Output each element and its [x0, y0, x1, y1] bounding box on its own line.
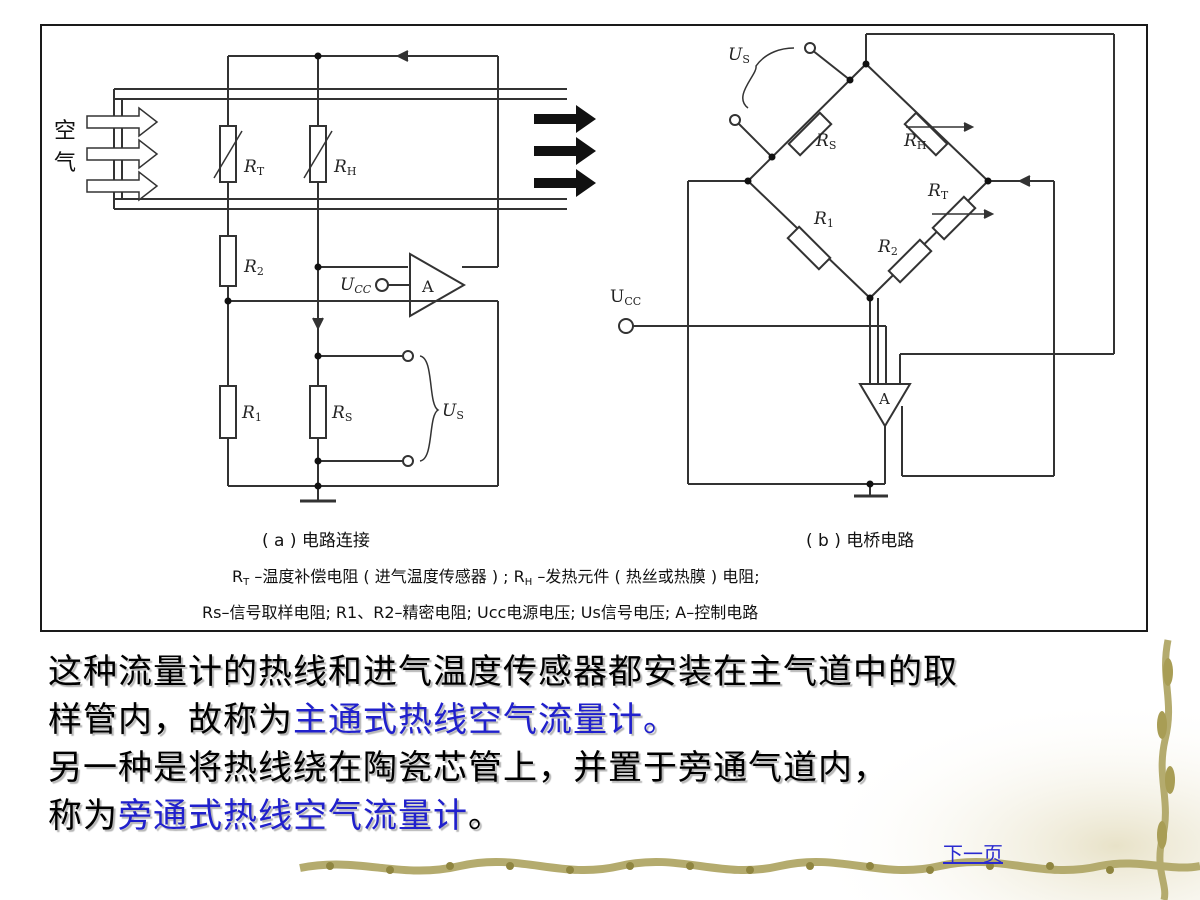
term-main-flow: 主通式热线空气流量计。: [293, 700, 678, 740]
resistor-r1: [219, 385, 237, 439]
body-line-4: 称为旁通式热线空气流量计。: [48, 796, 503, 836]
label-r1-a: R1: [241, 403, 262, 424]
body-line-3: 另一种是将热线绕在陶瓷芯管上，并置于旁通气道内，: [48, 748, 888, 788]
air-label-1: 空: [54, 119, 76, 144]
body-line-1: 这种流量计的热线和进气温度传感器都安装在主气道中的取: [48, 652, 958, 692]
resistor-r2-b: [887, 238, 933, 284]
body-text: 这种流量计的热线和进气温度传感器都安装在主气道中的取 样管内，故称为主通式热线空…: [48, 648, 1128, 840]
resistor-rs-b: [787, 111, 833, 157]
next-page-link[interactable]: 下一页: [943, 842, 1003, 866]
air-label-2: 气: [54, 151, 76, 176]
resistor-rt-b: [931, 195, 977, 241]
label-us-a: US: [442, 401, 464, 422]
caption-a: ( a ) 电路连接: [262, 531, 370, 551]
legend-line-2: Rs–信号取样电阻; R1、R2–精密电阻; Ucc电源电压; Us信号电压; …: [202, 603, 758, 622]
amplifier-a-right: [858, 383, 912, 428]
label-r2-a: R2: [243, 257, 264, 278]
term-bypass-flow: 旁通式热线空气流量计: [118, 796, 468, 836]
amplifier-a-left: [409, 252, 467, 318]
label-amp-a: A: [421, 277, 434, 296]
diagram-b: US RS RH RT R1 R2 UCC A: [610, 33, 1115, 498]
label-r1-b: R1: [813, 209, 834, 230]
diagram-a: 空 气: [54, 50, 596, 503]
caption-b: ( b ) 电桥电路: [806, 531, 914, 551]
outlet-arrows: [534, 105, 596, 197]
label-rt-b: RT: [927, 181, 949, 202]
air-duct: [113, 88, 567, 210]
body-line-2: 样管内，故称为主通式热线空气流量计。: [48, 700, 678, 740]
vine-bottom: [299, 857, 1200, 875]
inlet-arrows: [86, 106, 159, 202]
circuit-figure: 空 气: [40, 24, 1148, 632]
legend-line-1: RT –温度补偿电阻 ( 进气温度传感器 ) ; RH –发热元件 ( 热丝或热…: [232, 567, 760, 588]
vine-right: [1156, 639, 1173, 900]
label-us-b: US: [728, 45, 750, 66]
resistor-rh-b: [903, 111, 949, 157]
label-rs-a: RS: [331, 403, 352, 424]
resistor-rs: [309, 385, 327, 439]
label-ucc-b: UCC: [610, 287, 641, 308]
label-r2-b: R2: [877, 237, 898, 258]
label-rs-b: RS: [815, 131, 836, 152]
resistor-r1-b: [786, 225, 832, 271]
resistor-r2: [219, 235, 237, 287]
label-amp-b: A: [878, 390, 890, 408]
label-ucc-a: UCC: [340, 275, 372, 296]
label-rh-a: RH: [333, 157, 356, 178]
label-rh-b: RH: [903, 131, 926, 152]
label-rt-a: RT: [243, 157, 265, 178]
